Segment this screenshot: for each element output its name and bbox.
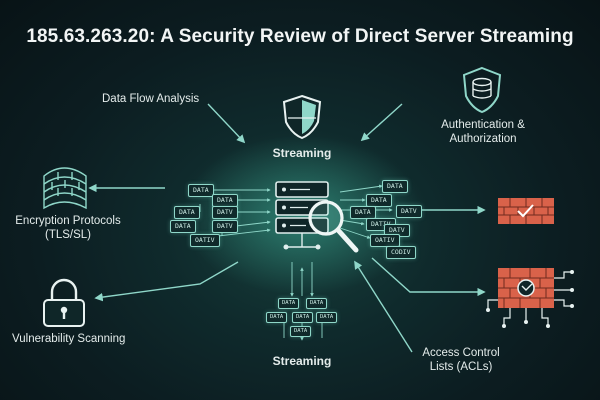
data-chip-bottom-3: DATA — [266, 312, 288, 323]
label-auth: Authentication & Authorization — [432, 118, 534, 146]
data-chip-left-7: OATIV — [190, 234, 220, 247]
label-encryption: Encryption Protocols (TLS/SL) — [14, 214, 122, 242]
connector-arrows — [88, 103, 486, 353]
label-encryption-line2: (TLS/SL) — [44, 229, 91, 241]
data-chip-bottom-6: DATA — [290, 326, 312, 337]
arrow-data-flow — [207, 103, 246, 144]
firewall-icon — [498, 198, 554, 224]
data-chip-right-2: DATA — [366, 194, 392, 207]
label-streaming-bottom: Streaming — [272, 354, 332, 368]
data-chip-right-4: DATV — [396, 205, 422, 218]
data-chip-right-8: CODIV — [386, 246, 416, 259]
data-chip-left-1: DATA — [188, 184, 214, 197]
shield-icon — [282, 94, 322, 140]
arrow-auth — [360, 103, 403, 142]
label-encryption-line1: Encryption Protocols — [15, 215, 121, 227]
label-auth-line1: Authentication & — [441, 119, 525, 131]
data-chip-bottom-1: DATA — [278, 298, 300, 309]
data-chip-bottom-4: DATA — [292, 312, 314, 323]
label-auth-line2: Authorization — [449, 133, 517, 145]
arrow-vuln — [94, 261, 239, 302]
data-chip-right-7: OATIV — [370, 234, 400, 247]
left-flow-lines — [199, 188, 271, 237]
data-chip-right-6: DATV — [384, 224, 410, 237]
padlock-icon — [43, 278, 85, 327]
data-chip-left-4: DATV — [212, 206, 238, 219]
arrow-acl — [354, 260, 413, 353]
firewall-circuit-icon — [486, 268, 574, 328]
data-chip-bottom-2: DATA — [306, 298, 328, 309]
arrow-firewall-circuit — [371, 257, 486, 297]
database-shield-icon — [462, 66, 502, 114]
label-acl-line1: Access Control — [422, 347, 500, 359]
data-chip-bottom-5: DATA — [316, 312, 338, 323]
label-acl-line2: Lists (ACLs) — [429, 361, 493, 373]
data-chip-left-6: DATV — [212, 220, 238, 233]
page-title: 185.63.263.20: A Security Review of Dire… — [26, 26, 574, 47]
data-chip-right-1: DATA — [382, 180, 408, 193]
data-chip-left-3: DATA — [174, 206, 200, 219]
data-chip-right-3: DATA — [350, 206, 376, 219]
server-magnifier-icon — [275, 181, 359, 253]
data-chip-left-5: DATA — [170, 220, 196, 233]
label-acl: Access Control Lists (ACLs) — [414, 346, 508, 374]
label-streaming-top: Streaming — [272, 146, 332, 160]
label-data-flow-analysis: Data Flow Analysis — [102, 93, 200, 105]
brick-wall-icon — [43, 167, 87, 210]
label-vulnerability-scanning: Vulnerability Scanning — [12, 333, 126, 345]
